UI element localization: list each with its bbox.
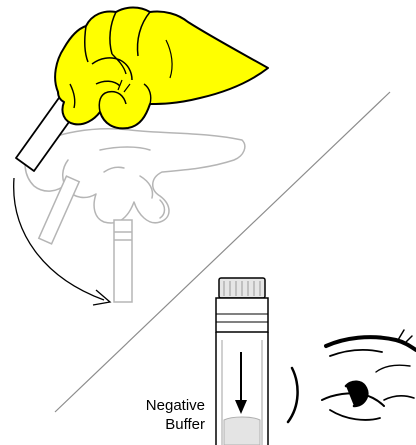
buffer-label-line1: Negative: [146, 396, 205, 415]
buffer-label-line2: Buffer: [146, 415, 205, 434]
eye-icon: [288, 330, 416, 422]
ghost-swab-icon: [39, 176, 132, 302]
down-arrow-icon: [235, 352, 247, 414]
gloved-hand-icon: [55, 8, 268, 129]
buffer-label: Negative Buffer: [146, 396, 205, 434]
